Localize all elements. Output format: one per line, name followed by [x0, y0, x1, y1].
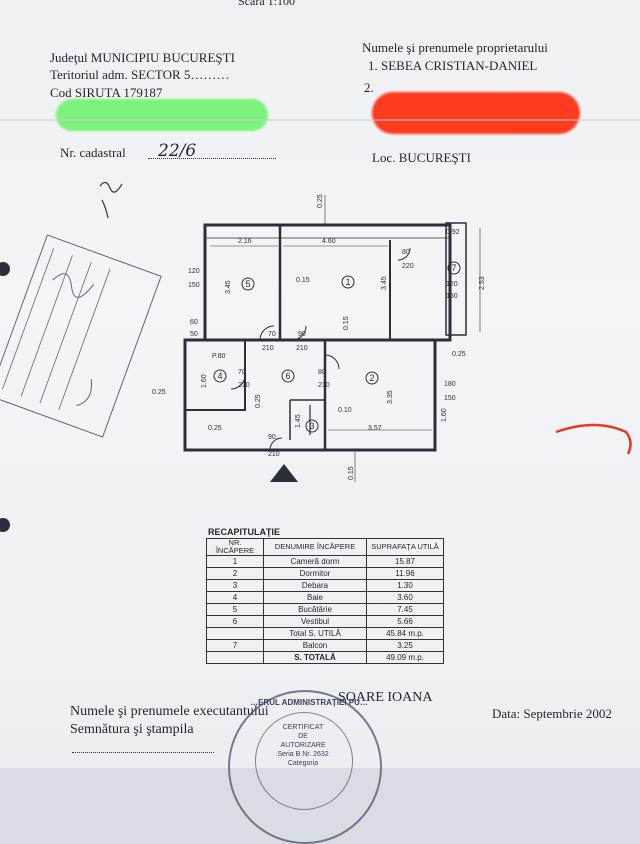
- owner-2: 2.: [364, 80, 374, 95]
- nr-cadastral-dots: [148, 158, 276, 159]
- dim-label: 0.10: [338, 407, 352, 414]
- recap-col-area: SUPRAFAŢA UTILĂ: [366, 538, 444, 556]
- dim-label: 1.60: [201, 374, 208, 388]
- floor-plan: 1 2 3 4 5 6 7 0.25 2.16 4.60 0.92 120 15…: [152, 194, 486, 482]
- nr-cadastral-label: Nr. cadastral: [60, 145, 126, 160]
- room-3-label: 3: [309, 421, 314, 431]
- dim-label: 1.60: [441, 408, 448, 422]
- dim-label: 90: [298, 331, 306, 338]
- redaction-green: [56, 99, 268, 131]
- room-5-label: 5: [245, 279, 250, 289]
- stamp-line-1: CERTIFICAT: [282, 724, 324, 731]
- owner-1: 1. SEBEA CRISTIAN-DANIEL: [368, 58, 538, 73]
- cod-siruta-text: Cod SIRUTA 179187: [50, 85, 163, 100]
- teritoriul-text: Teritoriul adm. SECTOR 5………: [50, 67, 230, 82]
- binder-hole-bottom: [0, 518, 10, 532]
- bath-wall: [184, 339, 246, 411]
- redaction-red: [372, 92, 580, 134]
- dim-label: 80: [402, 249, 410, 256]
- room-6-label: 6: [285, 371, 290, 381]
- executant-label: Numele şi prenumele executantului: [70, 704, 269, 719]
- dim-label: 180: [444, 381, 456, 388]
- dim-label: 2.16: [238, 238, 252, 245]
- registration-stamp-lines: [1, 248, 111, 411]
- dim-label: 80: [318, 369, 326, 376]
- dim-label: 0.25: [452, 351, 466, 358]
- dim-label: 0.15: [343, 316, 350, 330]
- dim-label: 220: [402, 263, 414, 270]
- registration-stamp: [0, 234, 162, 438]
- dim-label: 0.25: [208, 425, 222, 432]
- dim-label: 60: [190, 319, 198, 326]
- room-4-label: 4: [217, 371, 222, 381]
- dim-label: 0.25: [152, 389, 166, 396]
- stamp-line-5: Categoria: [287, 760, 319, 767]
- judet-text: Judeţul MUNICIPIU BUCUREŞTI: [50, 50, 235, 65]
- dim-label: 70: [238, 369, 246, 376]
- dim-label: 0.15: [296, 277, 310, 284]
- dim-label: 150: [444, 395, 456, 402]
- north-arrow: [270, 464, 298, 482]
- recap-table: NR. ÎNCĂPERE DENUMIRE ÎNCĂPERE SUPRAFAŢA…: [206, 538, 444, 664]
- dim-label: 50: [190, 331, 198, 338]
- dim-label: 3.45: [381, 276, 388, 290]
- signature-label: Semnătura şi ştampila: [70, 722, 194, 737]
- dim-label: 210: [238, 382, 250, 389]
- stamp-ring-text: …ERUL ADMINISTRAŢIEI PU…: [250, 698, 368, 707]
- dim-label: 150: [446, 293, 458, 300]
- handwriting-scribbles: [0, 119, 640, 455]
- signature-dots: [72, 752, 214, 753]
- dim-label: 2.53: [479, 276, 486, 290]
- dim-label: 210: [268, 451, 280, 458]
- dim-label: 210: [262, 345, 274, 352]
- dim-label: 3.35: [387, 390, 394, 404]
- recap-col-nr: NR. ÎNCĂPERE: [206, 538, 264, 556]
- stamp-line-3: AUTORIZARE: [280, 742, 326, 749]
- dim-label: 210: [318, 382, 330, 389]
- room-7-label: 7: [451, 263, 456, 273]
- binder-hole-top: [0, 262, 10, 276]
- stamp-line-2: DE: [298, 733, 308, 740]
- dim-label: 0.25: [255, 394, 262, 408]
- locality-text: Loc. BUCUREŞTI: [372, 150, 471, 165]
- dim-label: 3.45: [225, 280, 232, 294]
- room-2-label: 2: [369, 373, 374, 383]
- nr-cadastral-value: 22/6: [158, 141, 197, 161]
- dim-label: 3.57: [368, 425, 382, 432]
- dim-label: 90: [268, 434, 276, 441]
- room-1-label: 1: [345, 277, 350, 287]
- scale-label: Scara 1:100: [238, 0, 295, 8]
- dim-label: 120: [188, 268, 200, 275]
- recap-col-name: DENUMIRE ÎNCĂPERE: [263, 538, 367, 556]
- balcony-outline: [445, 222, 467, 336]
- date-text: Data: Septembrie 2002: [492, 706, 612, 721]
- stamp-line-4: Seria B Nr. 2632: [277, 751, 329, 758]
- dim-label: 0.15: [348, 466, 355, 480]
- executant-name: SOARE IOANA: [338, 690, 433, 705]
- dim-label: 0.25: [317, 194, 324, 208]
- dim-label: P.80: [212, 353, 226, 360]
- recap-title: RECAPITULAŢIE: [208, 527, 280, 537]
- dim-label: 0.92: [446, 229, 460, 236]
- dim-label: 120: [446, 281, 458, 288]
- dim-label: 4.60: [322, 238, 336, 245]
- dim-label: 150: [188, 282, 200, 289]
- dim-label: 70: [268, 331, 276, 338]
- dim-label: 1.45: [295, 414, 302, 428]
- owner-heading: Numele şi prenumele proprietarului: [362, 40, 548, 55]
- dim-label: 210: [296, 345, 308, 352]
